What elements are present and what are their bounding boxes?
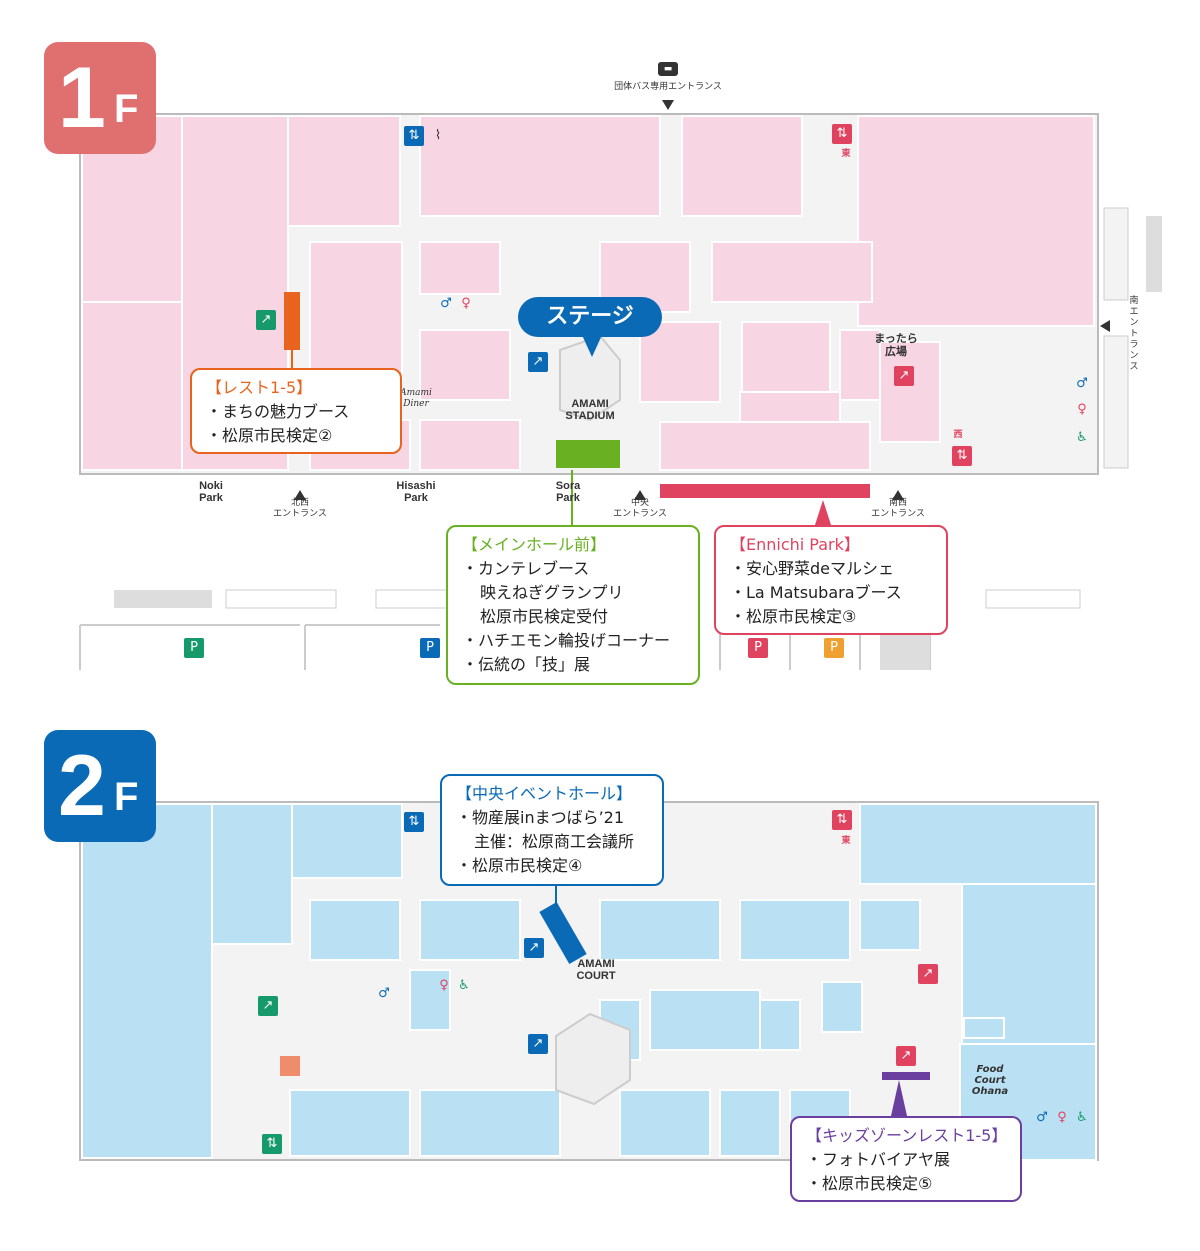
ennichi-park-marker (660, 484, 870, 498)
restroom-icon: ♂ (378, 986, 390, 1001)
bus-icon: ▬ (658, 62, 678, 76)
elevator-icon: ⇅ (404, 126, 424, 146)
elevator-icon: ⇅ (952, 446, 972, 466)
stairs-icon: ⌇ (434, 128, 442, 143)
south-entrance-label: 南エントランス (1129, 296, 1139, 372)
parking-icon: P (184, 638, 204, 658)
callout-title: 【中央イベントホール】 (456, 784, 633, 803)
sora-park-label: Sora Park (555, 480, 581, 504)
escalator-icon: ↗ (894, 366, 914, 386)
west-label-1f: 西 (953, 430, 963, 440)
nansei-entrance-label: 南西 エントランス (871, 498, 925, 519)
callout-main-hall: 【メインホール前】 ・カンテレブース 映えねぎグランプリ 松原市民検定受付 ・ハ… (446, 525, 700, 685)
east-label-1f: 東 (841, 149, 851, 159)
floor-1-number: 1 (58, 50, 106, 146)
amami-diner-label: Amami Diner (400, 388, 432, 409)
wheelchair-icon: ♿ (458, 978, 470, 993)
callout-title: 【レスト1-5】 (206, 378, 313, 397)
callout-line: ・フォトバイアヤ展 (806, 1150, 951, 1169)
elevator-icon: ⇅ (832, 810, 852, 830)
amami-court-label: AMAMI COURT (576, 958, 616, 982)
callout-line: 松原市民検定受付 (480, 607, 609, 626)
noki-park-label: Noki Park (199, 480, 223, 504)
callout-title: 【キッズゾーンレスト1-5】 (806, 1126, 1008, 1145)
escalator-icon: ↗ (258, 996, 278, 1016)
callout-line: ・ハチエモン輪投げコーナー (462, 631, 671, 650)
restroom-icon: ♂ (1036, 1110, 1048, 1125)
callout-line: ・伝統の「技」展 (462, 655, 591, 674)
escalator-icon: ↗ (524, 938, 544, 958)
callout-line: 主催：松原商工会議所 (474, 832, 635, 851)
restroom-icon: ♂ (1076, 376, 1088, 391)
elevator-icon: ⇅ (262, 1134, 282, 1154)
restroom-icon: ♀ (461, 296, 471, 311)
main-hall-marker (556, 440, 620, 468)
escalator-icon: ↗ (918, 964, 938, 984)
callout-title: 【メインホール前】 (462, 535, 607, 554)
chuo-event-marker (539, 902, 587, 964)
callout-line: ・まちの魅力ブース (206, 402, 350, 421)
east-label-2f: 東 (841, 836, 851, 846)
floor-2-suffix: F (114, 775, 139, 819)
elevator-icon: ⇅ (404, 812, 424, 832)
restroom-icon: ♀ (1077, 402, 1087, 417)
escalator-icon: ↗ (896, 1046, 916, 1066)
callout-line: ・安心野菜deマルシェ (730, 559, 895, 578)
restroom-icon: ♀ (1057, 1110, 1067, 1125)
floor-1-suffix: F (114, 87, 139, 131)
callout-line: ・カンテレブース (462, 559, 590, 578)
rest-1-5-marker (284, 292, 300, 350)
wheelchair-icon: ♿ (1076, 430, 1088, 445)
floor-2-badge: 2 F (44, 730, 156, 842)
parking-icon: P (748, 638, 768, 658)
food-court-label: Food Court Ohana (971, 1064, 1009, 1097)
callout-line: ・松原市民検定③ (730, 607, 857, 626)
escalator-icon: ↗ (528, 352, 548, 372)
mattara-hiroba-label: まったら 広場 (874, 332, 918, 358)
stage-label: ステージ (518, 297, 662, 357)
callout-chuo-event-hall: 【中央イベントホール】 ・物産展inまつばら’21 主催：松原商工会議所 ・松原… (440, 774, 664, 886)
bus-entrance-label: 団体バス専用エントランス (614, 82, 722, 92)
callout-line: ・La Matsubaraブース (730, 583, 902, 602)
parking-icon: P (420, 638, 440, 658)
callout-kids-zone: 【キッズゾーンレスト1-5】 ・フォトバイアヤ展 ・松原市民検定⑤ (790, 1116, 1022, 1202)
chuo-entrance-label: 中央 エントランス (613, 498, 667, 519)
escalator-icon: ↗ (528, 1034, 548, 1054)
callout-title: 【Ennichi Park】 (730, 535, 860, 554)
elevator-icon: ⇅ (832, 124, 852, 144)
floor-2-number: 2 (58, 738, 106, 834)
restroom-icon: ♂ (440, 296, 452, 311)
callout-line: ・松原市民検定④ (456, 856, 583, 875)
amami-stadium-label: AMAMI STADIUM (565, 398, 615, 422)
escalator-icon: ↗ (256, 310, 276, 330)
callout-ennichi-park: 【Ennichi Park】 ・安心野菜deマルシェ ・La Matsubara… (714, 525, 948, 635)
kids-zone-marker (882, 1072, 930, 1080)
restroom-icon: ♀ (439, 978, 449, 993)
callout-line: ・物産展inまつばら’21 (456, 808, 625, 827)
callout-line: ・松原市民検定② (206, 426, 333, 445)
callout-line: 映えねぎグランプリ (480, 583, 624, 602)
hisashi-park-label: Hisashi Park (396, 480, 436, 504)
hokusei-entrance-label: 北西 エントランス (273, 498, 327, 519)
wheelchair-icon: ♿ (1076, 1110, 1088, 1125)
parking-icon: P (824, 638, 844, 658)
callout-rest-1f: 【レスト1-5】 ・まちの魅力ブース ・松原市民検定② (190, 368, 402, 454)
callout-line: ・松原市民検定⑤ (806, 1174, 933, 1193)
floor-1-badge: 1 F (44, 42, 156, 154)
